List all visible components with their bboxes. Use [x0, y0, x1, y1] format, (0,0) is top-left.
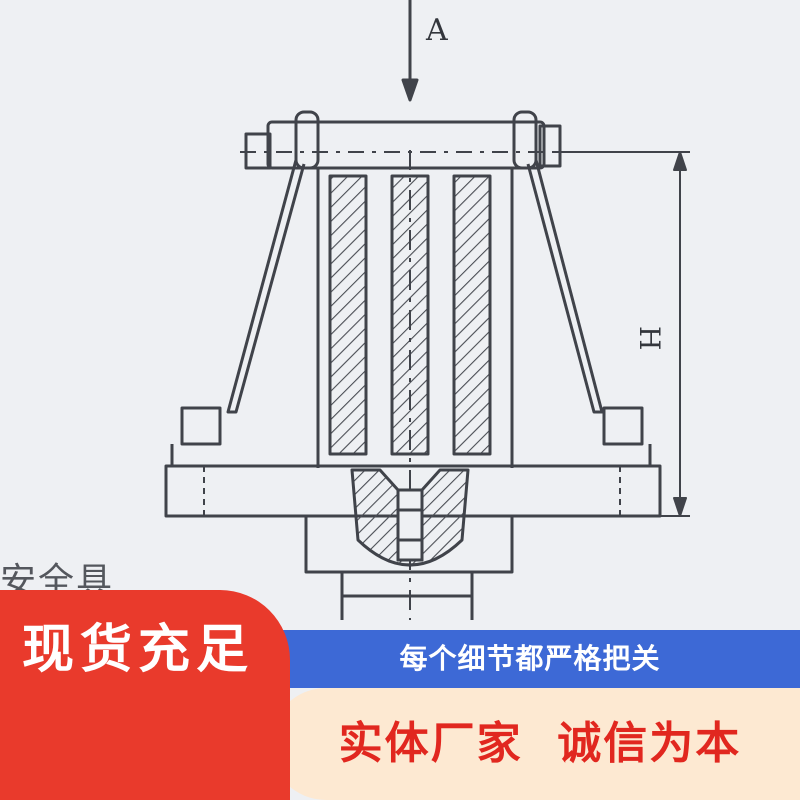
dimension-label: H: [633, 326, 666, 350]
top-clamp-plate: [266, 120, 546, 170]
conductor-bar-right: [452, 174, 492, 456]
factory-slogan: 实体厂家 诚信为本: [338, 718, 742, 769]
stock-badge-text: 现货充足: [22, 620, 255, 680]
factory-slogan-pill: [270, 688, 800, 800]
right-frame: [526, 159, 604, 414]
insulator-cap: [304, 516, 514, 574]
stock-badge: [0, 590, 290, 800]
view-label: A: [425, 13, 448, 48]
conductor-bar-left: [328, 174, 368, 456]
left-base-nut: [180, 406, 222, 446]
slogan-band: [230, 630, 800, 688]
left-bolt-head: [244, 132, 272, 170]
left-frame: [226, 159, 306, 414]
right-base-nut: [602, 406, 644, 446]
dimension-h: [552, 151, 690, 517]
right-bolt-head: [538, 124, 562, 168]
view-arrow: [401, 0, 419, 102]
quality-slogan: 每个细节都严格把关: [399, 642, 661, 675]
